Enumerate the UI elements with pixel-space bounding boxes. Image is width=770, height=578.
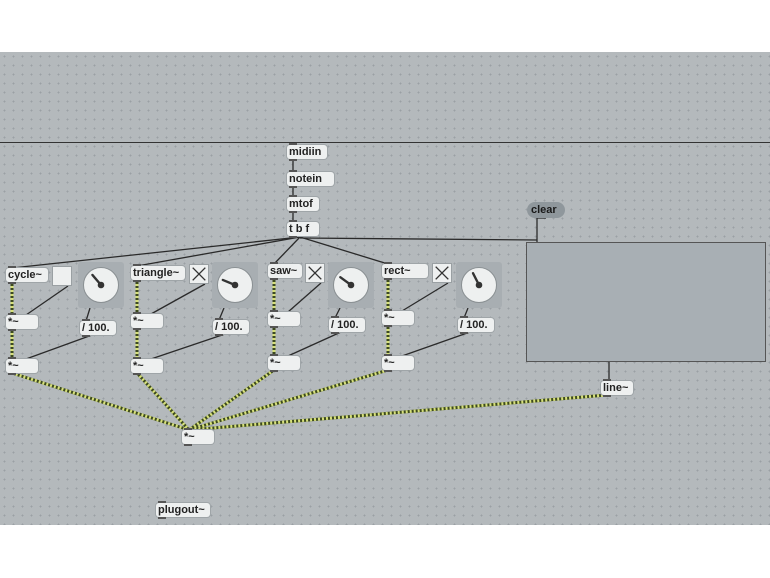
oscillator-object[interactable]: cycle~ — [6, 266, 48, 284]
multiply-object[interactable]: *~ — [382, 354, 414, 372]
clear-message[interactable]: clear — [527, 202, 565, 218]
dial-panel — [456, 262, 502, 308]
dial-needle-icon — [471, 272, 483, 289]
notein-object[interactable]: notein — [287, 170, 334, 188]
gain-dial[interactable] — [217, 267, 253, 303]
mixer-multiply-object[interactable]: *~ — [182, 428, 214, 446]
multiply-object[interactable]: *~ — [268, 354, 300, 372]
oscillator-object[interactable]: rect~ — [382, 262, 428, 280]
gain-dial[interactable] — [461, 267, 497, 303]
toggle[interactable] — [305, 263, 325, 283]
divide-object[interactable]: / 100. — [329, 316, 365, 334]
toggle-x-icon — [308, 266, 322, 280]
oscillator-object[interactable]: saw~ — [268, 262, 302, 280]
function-editor[interactable] — [526, 242, 766, 362]
multiply-object[interactable]: *~ — [131, 312, 163, 330]
plugout-object[interactable]: plugout~ — [156, 501, 210, 519]
dial-needle-icon — [339, 276, 355, 289]
divide-object[interactable]: / 100. — [458, 316, 494, 334]
toggle-x-icon — [192, 267, 206, 281]
dial-needle-icon — [91, 273, 105, 289]
oscillator-object[interactable]: triangle~ — [131, 264, 185, 282]
trigger-object[interactable]: t b f — [287, 220, 319, 238]
divide-object[interactable]: / 100. — [213, 318, 249, 336]
toggle-x-icon — [435, 266, 449, 280]
multiply-object[interactable]: *~ — [6, 313, 38, 331]
divide-object[interactable]: / 100. — [80, 319, 116, 337]
toggle[interactable] — [432, 263, 452, 283]
multiply-object[interactable]: *~ — [131, 357, 163, 375]
line-object[interactable]: line~ — [601, 379, 633, 397]
toggle[interactable] — [189, 264, 209, 284]
dial-panel — [212, 262, 258, 308]
gain-dial[interactable] — [333, 267, 369, 303]
mtof-object[interactable]: mtof — [287, 195, 319, 213]
multiply-object[interactable]: *~ — [382, 309, 414, 327]
divider — [0, 142, 770, 143]
multiply-object[interactable]: *~ — [6, 357, 38, 375]
dial-panel — [78, 262, 124, 308]
midiin-object[interactable]: midiin — [287, 143, 327, 161]
gain-dial[interactable] — [83, 267, 119, 303]
dial-panel — [328, 262, 374, 308]
toggle[interactable] — [52, 266, 72, 286]
multiply-object[interactable]: *~ — [268, 310, 300, 328]
dial-needle-icon — [221, 278, 239, 289]
